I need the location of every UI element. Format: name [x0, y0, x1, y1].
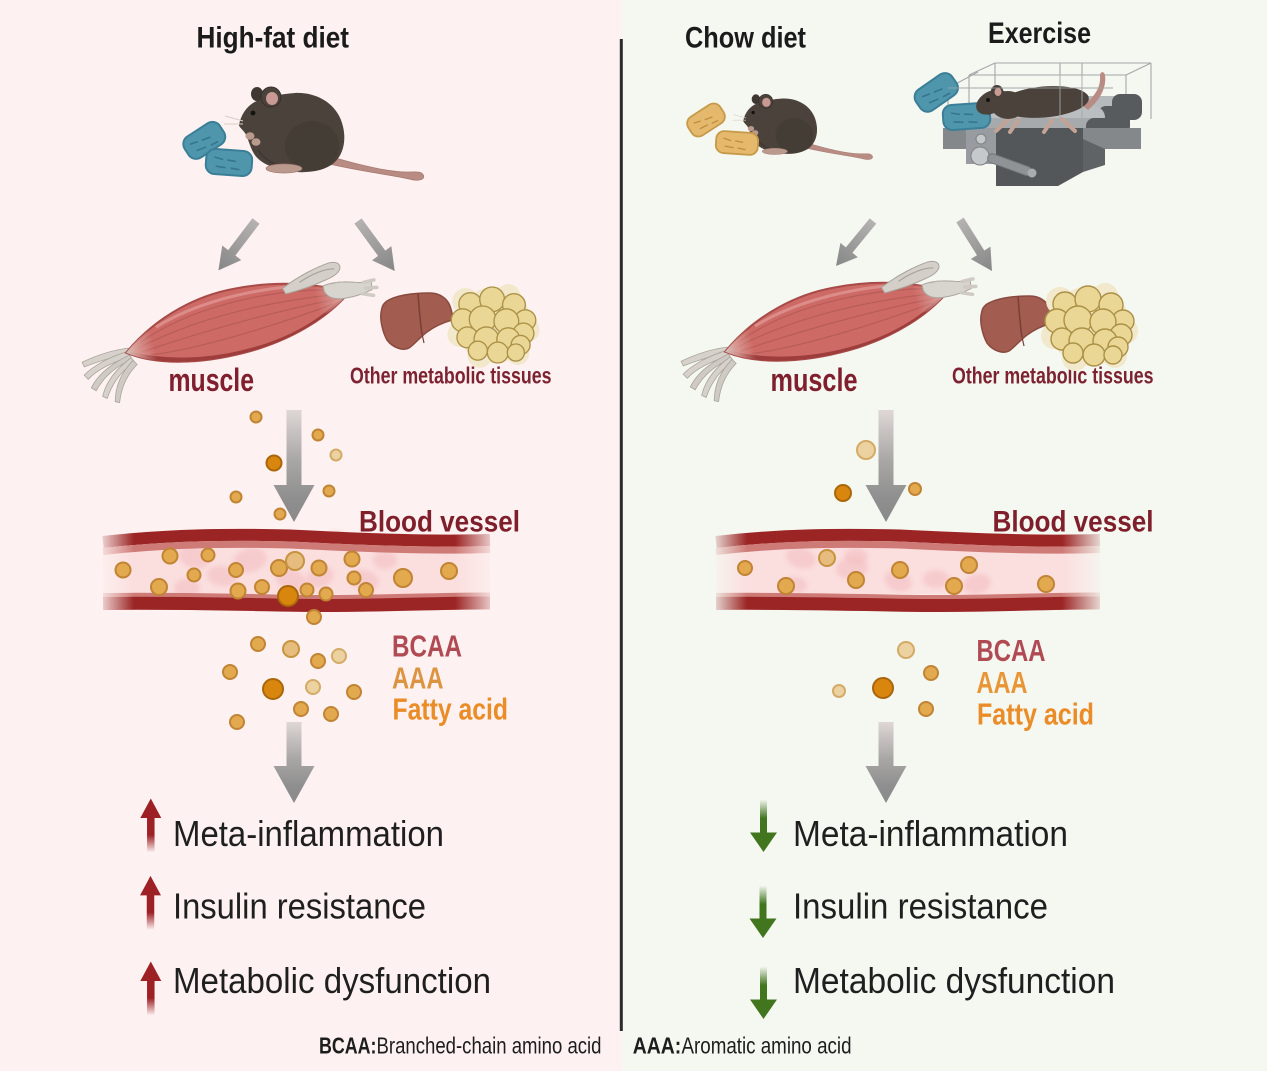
svg-text:Chow diet: Chow diet — [685, 21, 806, 54]
svg-text:Metabolic dysfunction: Metabolic dysfunction — [173, 960, 491, 1001]
svg-text:BCAA: BCAA — [977, 633, 1046, 668]
svg-text:Insulin resistance: Insulin resistance — [793, 886, 1048, 927]
svg-text:Meta-inflammation: Meta-inflammation — [793, 813, 1068, 854]
svg-text:AAA: AAA — [392, 661, 444, 696]
svg-text:BCAA:: BCAA: — [319, 1032, 377, 1058]
svg-text:Meta-inflammation: Meta-inflammation — [173, 813, 444, 854]
svg-text:AAA: AAA — [977, 665, 1028, 700]
svg-text:Metabolic dysfunction: Metabolic dysfunction — [793, 960, 1115, 1001]
svg-text:Insulin resistance: Insulin resistance — [173, 886, 426, 927]
svg-text:BCAA: BCAA — [392, 629, 462, 664]
svg-text:Other metabolic tissues: Other metabolic tissues — [350, 363, 552, 389]
svg-text:High-fat diet: High-fat diet — [197, 22, 350, 55]
svg-text:Exercise: Exercise — [988, 17, 1091, 50]
svg-text:Other metabolic tissues: Other metabolic tissues — [952, 363, 1154, 389]
svg-text:Fatty acid: Fatty acid — [977, 697, 1094, 732]
svg-text:muscle: muscle — [771, 362, 858, 398]
svg-text:Branched-chain amino acid: Branched-chain amino acid — [377, 1032, 602, 1058]
svg-text:Fatty acid: Fatty acid — [393, 692, 509, 727]
svg-text:Blood vessel: Blood vessel — [359, 506, 520, 539]
svg-text:Aromatic amino acid: Aromatic amino acid — [682, 1032, 852, 1058]
svg-text:AAA:: AAA: — [633, 1032, 682, 1058]
svg-text:Blood vessel: Blood vessel — [993, 506, 1154, 539]
svg-text:muscle: muscle — [169, 362, 255, 398]
